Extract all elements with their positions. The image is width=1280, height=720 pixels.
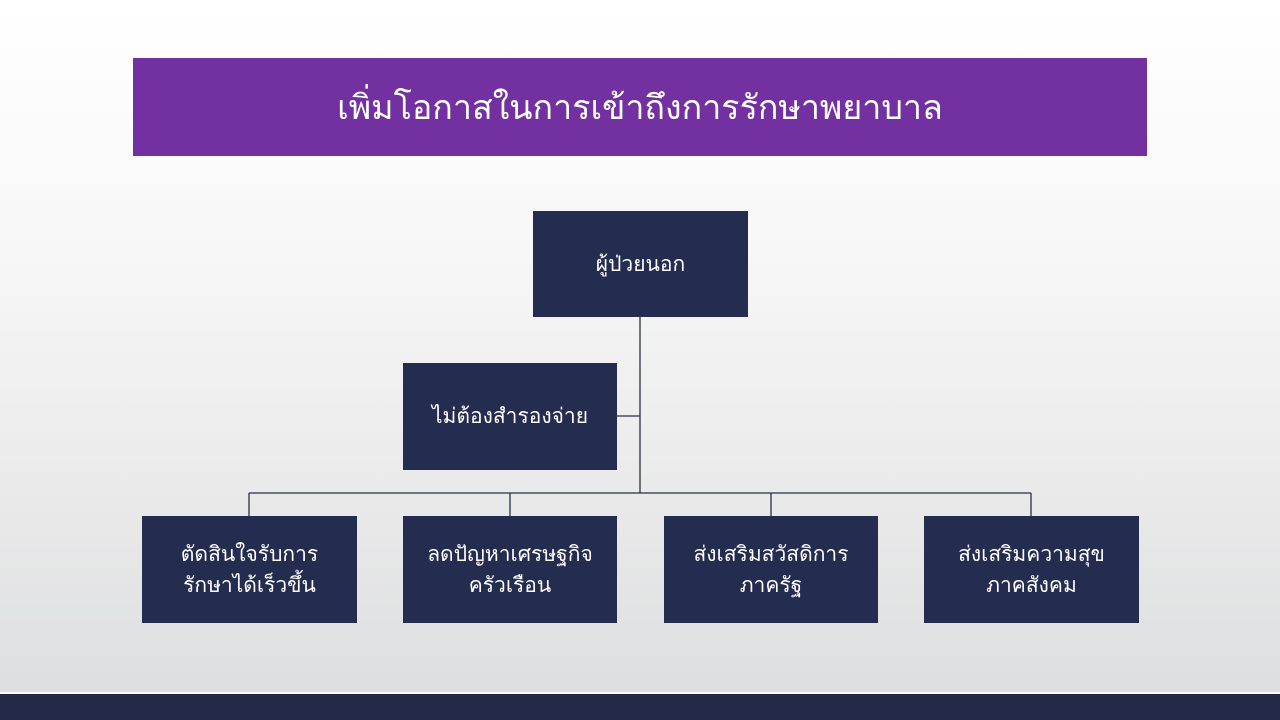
org-node-child-1-line-2: รักษาได้เร็วขึ้น xyxy=(183,572,316,597)
org-node-child-1-line-1: ตัดสินใจรับการ xyxy=(180,542,319,567)
org-node-assistant-label: ไม่ต้องสำรองจ่าย xyxy=(431,404,589,429)
org-node-child-4-line-1: ส่งเสริมความสุข xyxy=(958,542,1105,567)
title-bar: เพิ่มโอกาสในการเข้าถึงการรักษาพยาบาล xyxy=(133,58,1147,156)
footer-band xyxy=(0,692,1280,720)
org-node-child-3: ส่งเสริมสวัสดิการ ภาครัฐ xyxy=(664,516,878,623)
org-node-child-3-line-2: ภาครัฐ xyxy=(739,572,803,597)
org-node-child-2: ลดปัญหาเศรษฐกิจ ครัวเรือน xyxy=(403,516,617,623)
org-node-child-4: ส่งเสริมความสุข ภาคสังคม xyxy=(924,516,1139,623)
org-node-assistant: ไม่ต้องสำรองจ่าย xyxy=(403,363,617,470)
org-node-child-1: ตัดสินใจรับการ รักษาได้เร็วขึ้น xyxy=(142,516,357,623)
org-node-child-2-line-2: ครัวเรือน xyxy=(468,572,552,597)
org-node-root: ผู้ป่วยนอก xyxy=(533,211,748,317)
org-node-child-2-line-1: ลดปัญหาเศรษฐกิจ xyxy=(427,542,593,567)
org-node-child-4-line-2: ภาคสังคม xyxy=(986,572,1077,597)
slide-title: เพิ่มโอกาสในการเข้าถึงการรักษาพยาบาล xyxy=(337,88,943,128)
org-node-child-3-line-1: ส่งเสริมสวัสดิการ xyxy=(693,542,849,567)
org-node-root-label: ผู้ป่วยนอก xyxy=(595,251,686,276)
